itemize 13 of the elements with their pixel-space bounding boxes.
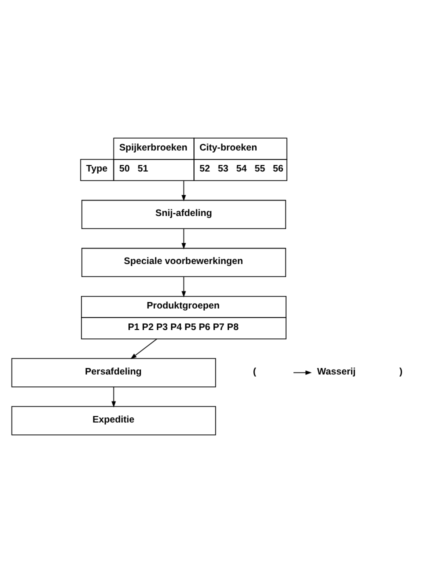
label: )	[399, 366, 403, 378]
arrow	[182, 276, 186, 298]
node-box: Snij-afdeling	[81, 200, 286, 230]
arrow	[293, 370, 312, 375]
label: (	[253, 366, 256, 378]
arrow	[182, 180, 186, 202]
node-box: Speciale voorbewerkingen	[81, 248, 286, 278]
arrow	[112, 386, 116, 408]
node-text: Wasserij	[317, 366, 356, 378]
arrow	[130, 338, 158, 360]
arrow	[182, 228, 186, 250]
node-box: Persafdeling	[11, 358, 216, 388]
node-box: Expeditie	[11, 406, 216, 436]
